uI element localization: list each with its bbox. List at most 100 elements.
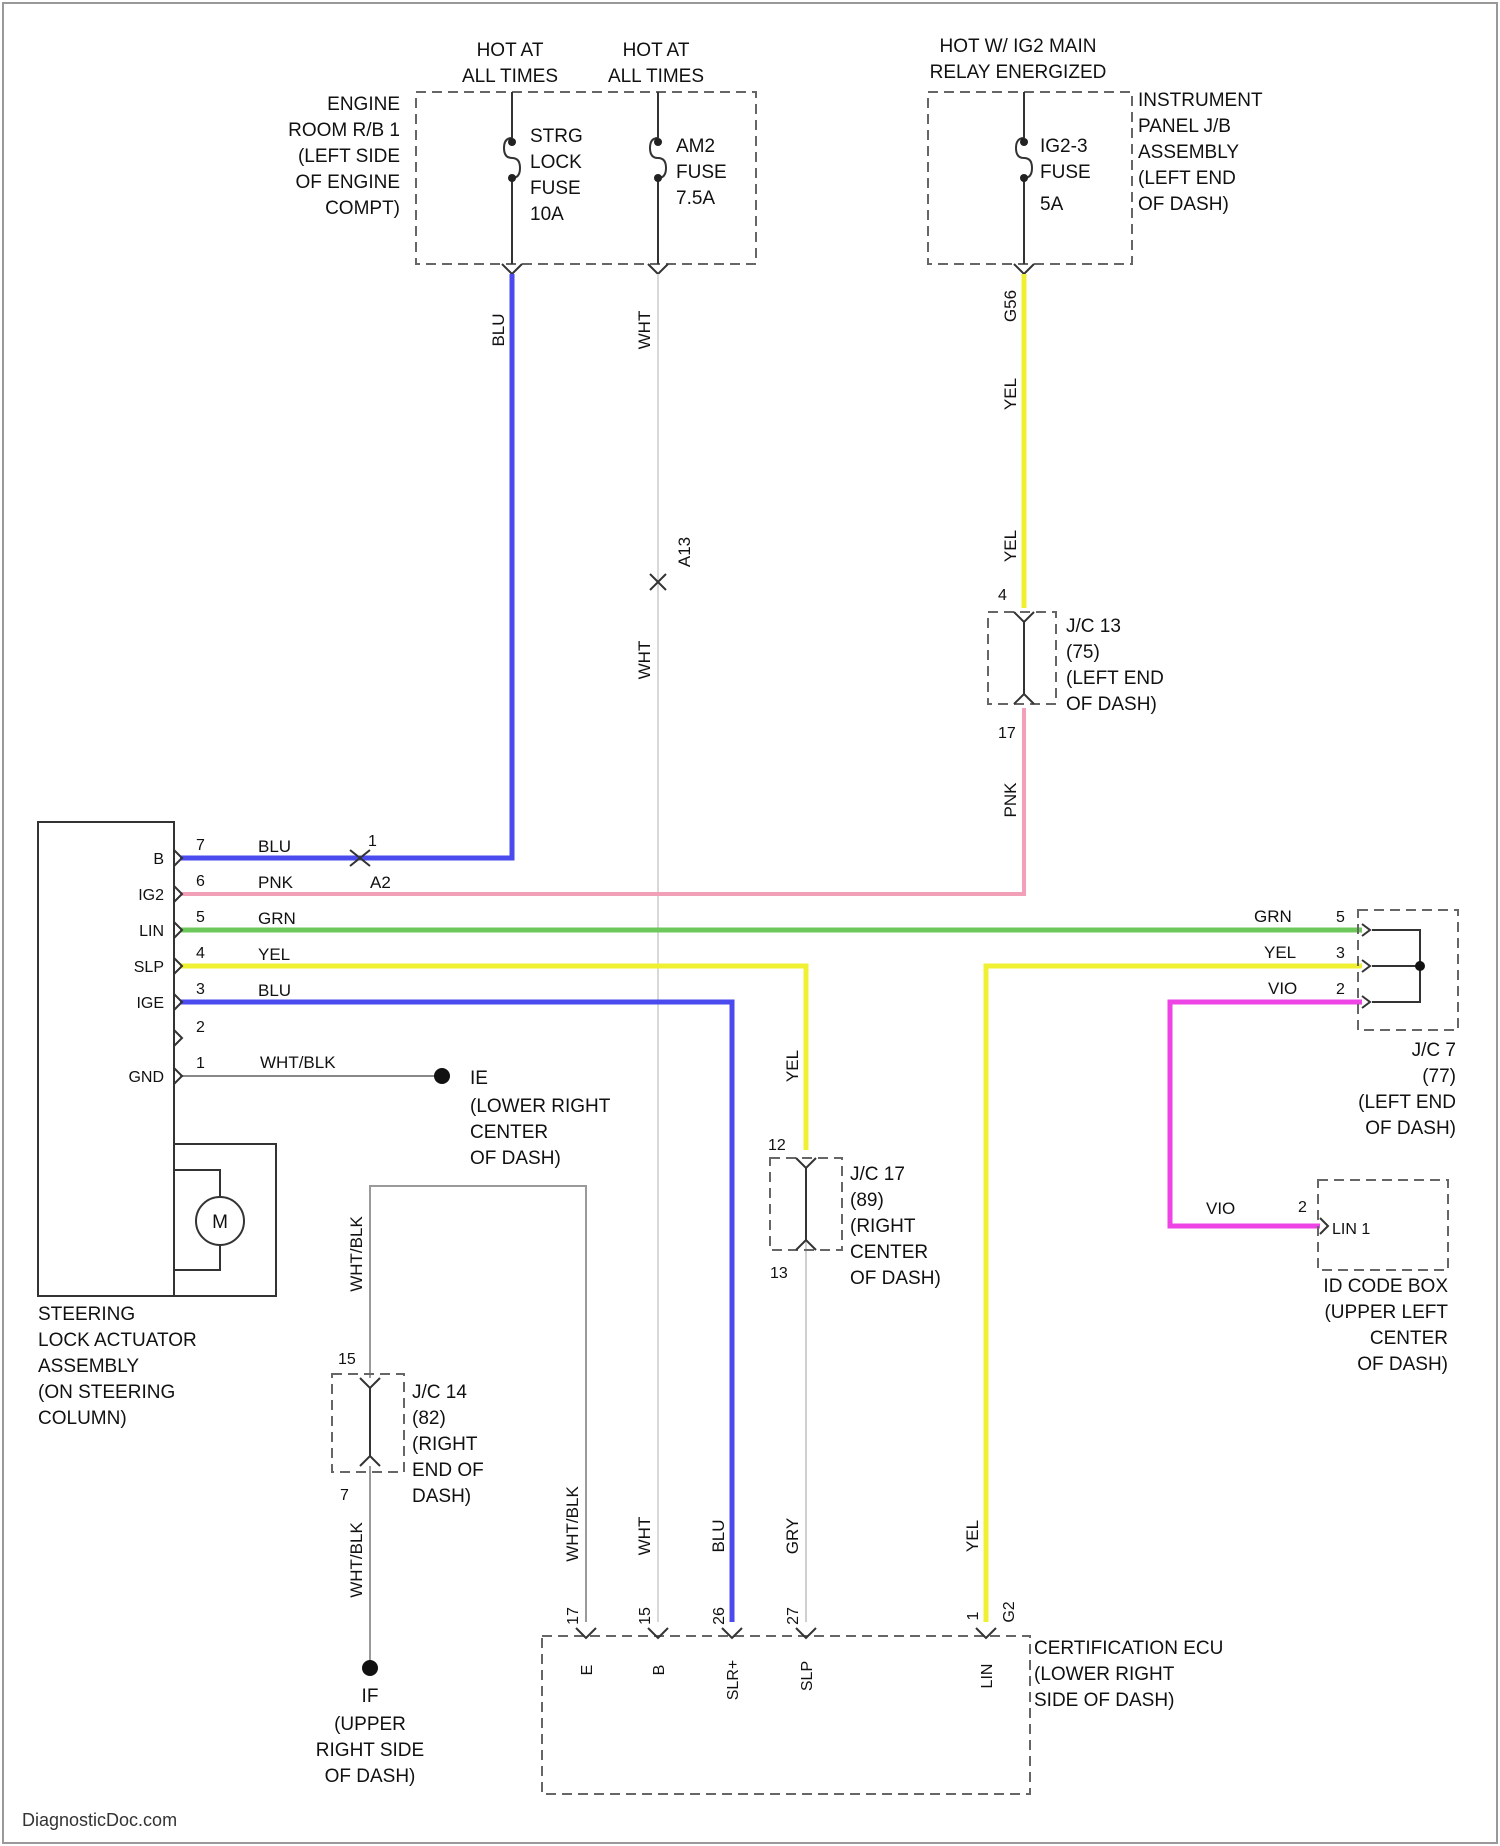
id-code-box-pin: 2 [1298,1199,1307,1216]
jc7-box [1358,910,1458,1030]
fuse-ig2-label: IG2-3 FUSE 5A [1040,136,1091,215]
svg-text:BLU: BLU [258,981,291,1000]
svg-text:SLP: SLP [799,1661,816,1691]
wire-vio-lin1 [1170,1002,1362,1226]
svg-text:B: B [153,851,164,868]
svg-text:OF DASH): OF DASH) [850,1268,941,1289]
steering-pin-ige: IGE 3 BLU [136,981,291,1012]
svg-text:FUSE: FUSE [1040,162,1091,183]
wire-label-yel-top: YEL [1001,378,1020,410]
wire-label-vio-right: VIO [1268,979,1297,998]
jc13-pin-top: 4 [998,587,1007,604]
svg-text:1: 1 [368,833,377,850]
svg-text:RIGHT SIDE: RIGHT SIDE [316,1740,424,1761]
jc17-pin-top: 12 [768,1137,786,1154]
svg-text:(LEFT END: (LEFT END [1066,668,1164,689]
wire-label-top-code: G56 [1001,290,1020,322]
svg-text:OF DASH): OF DASH) [1138,194,1229,215]
svg-text:7.5A: 7.5A [676,188,715,209]
svg-text:ID CODE BOX: ID CODE BOX [1323,1276,1448,1297]
instrument-panel-label: INSTRUMENT PANEL J/B ASSEMBLY (LEFT END … [1138,90,1263,215]
wire-label-vio-lower: VIO [1206,1199,1235,1218]
ecu-connector-g2: G2 [1001,1601,1018,1622]
steering-pin-slp: SLP 4 YEL [134,945,290,976]
ecu-wire-label-whtblk: WHT/BLK [563,1486,582,1562]
svg-text:IG2: IG2 [138,887,164,904]
wire-label-whtblk-lower: WHT/BLK [347,1522,366,1598]
svg-text:ASSEMBLY: ASSEMBLY [38,1356,139,1377]
wire-pnk-ig2 [180,708,1024,894]
svg-text:J/C 14: J/C 14 [412,1382,467,1403]
svg-text:A2: A2 [370,873,391,892]
jc7-pin-5: 5 [1336,909,1345,926]
wire-label-yel-jc17: YEL [783,1050,802,1082]
svg-text:(UPPER: (UPPER [334,1714,406,1735]
source-label-hot-ig-l1: HOT W/ IG2 MAIN [940,36,1097,57]
svg-text:STRG: STRG [530,126,583,147]
steering-pin-2: 2 [174,1019,205,1046]
source-label-hot-all-2-l2: ALL TIMES [608,66,704,87]
engine-room-label: ENGINE ROOM R/B 1 (LEFT SIDE OF ENGINE C… [288,94,400,219]
connector-ig2-out [1014,264,1034,274]
wire-label-pnk: PNK [1001,782,1020,818]
jc17-pin-bottom: 13 [770,1265,788,1282]
wire-label-wht-mid: WHT [635,641,654,680]
svg-text:27: 27 [785,1607,802,1625]
connector-strg-out [502,264,522,274]
steering-pin-lin: LIN 5 GRN [139,909,296,940]
svg-text:LOCK ACTUATOR: LOCK ACTUATOR [38,1330,197,1351]
svg-text:(89): (89) [850,1190,884,1211]
svg-text:CERTIFICATION ECU: CERTIFICATION ECU [1034,1638,1223,1659]
wire-label-blu: BLU [489,313,508,346]
svg-text:(LOWER RIGHT: (LOWER RIGHT [470,1096,611,1117]
svg-text:(75): (75) [1066,642,1100,663]
svg-text:DASH): DASH) [412,1486,471,1507]
svg-text:ROOM R/B 1: ROOM R/B 1 [288,120,400,141]
svg-text:(LEFT END: (LEFT END [1358,1092,1456,1113]
svg-text:GRN: GRN [258,909,296,928]
source-label-hot-all-2-l1: HOT AT [623,40,690,61]
wire-blu-b [180,274,512,858]
jc7-pin-2: 2 [1336,981,1345,998]
svg-text:J/C 17: J/C 17 [850,1164,905,1185]
wire-label-wht-top: WHT [635,311,654,350]
svg-text:E: E [579,1665,596,1676]
ecu-label: CERTIFICATION ECU (LOWER RIGHT SIDE OF D… [1034,1638,1223,1711]
svg-text:(77): (77) [1422,1066,1456,1087]
svg-text:10A: 10A [530,204,564,225]
jc7-pin-3: 3 [1336,945,1345,962]
svg-text:IF: IF [362,1686,379,1707]
svg-text:(ON STEERING: (ON STEERING [38,1382,175,1403]
ecu-pin-slp: 27 SLP [785,1607,816,1691]
svg-text:OF DASH): OF DASH) [1357,1354,1448,1375]
svg-text:(RIGHT: (RIGHT [850,1216,916,1237]
svg-text:PANEL J/B: PANEL J/B [1138,116,1231,137]
jc13-pin-bottom: 17 [998,725,1016,742]
svg-text:OF ENGINE: OF ENGINE [295,172,400,193]
svg-text:7: 7 [196,837,205,854]
svg-text:AM2: AM2 [676,136,715,157]
svg-text:17: 17 [565,1607,582,1625]
source-label-hot-all-1-l2: ALL TIMES [462,66,558,87]
svg-text:SIDE OF DASH): SIDE OF DASH) [1034,1690,1174,1711]
svg-text:STEERING: STEERING [38,1304,135,1325]
wire-whtblk-e [370,1186,586,1622]
svg-text:J/C 13: J/C 13 [1066,616,1121,637]
svg-text:26: 26 [711,1607,728,1625]
svg-text:PNK: PNK [258,873,294,892]
jc7-label: J/C 7 (77) (LEFT END OF DASH) [1358,1040,1456,1139]
svg-text:1: 1 [196,1055,205,1072]
steering-lock-label: STEERING LOCK ACTUATOR ASSEMBLY (ON STEE… [38,1304,197,1429]
svg-text:CENTER: CENTER [470,1122,548,1143]
inline-connector-a2: 1 A2 [350,833,391,892]
wire-label-yel-mid: YEL [1001,530,1020,562]
svg-text:LIN: LIN [139,923,164,940]
svg-text:(82): (82) [412,1408,446,1429]
svg-text:4: 4 [196,945,205,962]
svg-text:(LOWER RIGHT: (LOWER RIGHT [1034,1664,1175,1685]
watermark: DiagnosticDoc.com [22,1810,177,1830]
jc17-label: J/C 17 (89) (RIGHT CENTER OF DASH) [850,1164,941,1289]
jc13-box [988,612,1056,704]
svg-text:CENTER: CENTER [1370,1328,1448,1349]
svg-text:BLU: BLU [258,837,291,856]
